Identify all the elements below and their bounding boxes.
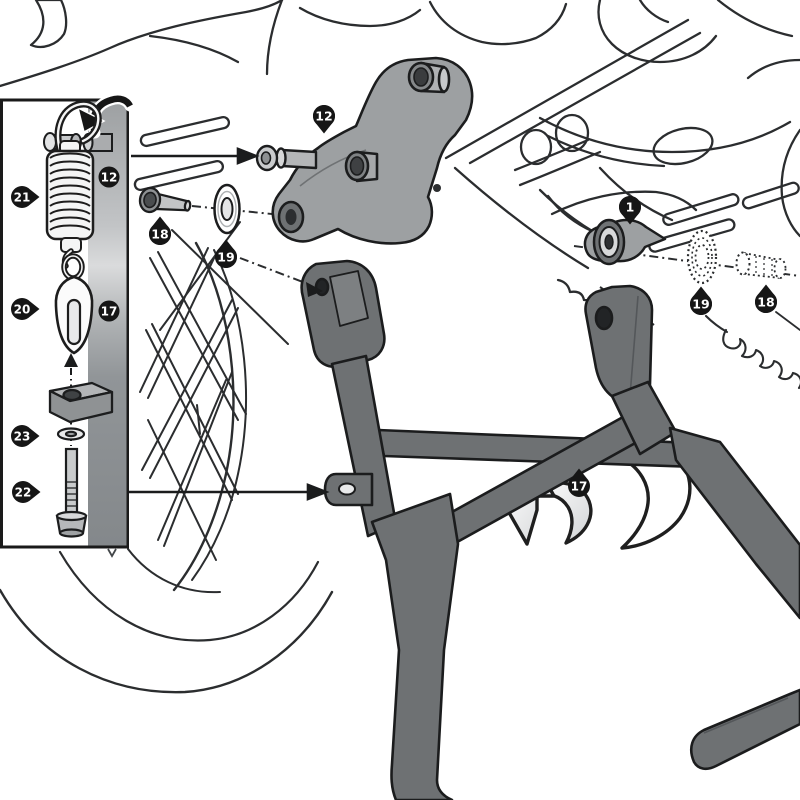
socket-bolt-left: [138, 186, 192, 214]
callout-1-right-mount: 1: [619, 196, 641, 225]
callout-18-right: 18: [755, 284, 777, 313]
callout-label: 1: [626, 200, 635, 215]
washer-left: [213, 183, 241, 235]
pointer-arrow-tab: [129, 483, 330, 501]
bolt-right-ghost: [735, 251, 787, 280]
callout-label: 19: [692, 297, 709, 312]
callout-20-hook: 20: [11, 298, 40, 320]
centre-stand: [300, 259, 800, 800]
washer-part: [56, 427, 86, 441]
hook-part: [54, 253, 94, 355]
callout-17-stand: 17: [568, 468, 590, 497]
pointer-arrow-pin: [131, 147, 260, 165]
callout-21-spring: 21: [11, 186, 40, 208]
callout-label: 22: [15, 485, 32, 499]
motorcycle-line-art: [0, 0, 800, 694]
callout-12-inset: 12: [98, 166, 120, 188]
callout-17-inset: 17: [98, 300, 120, 322]
callout-label: 21: [14, 190, 31, 204]
callout-label: 19: [217, 250, 234, 265]
pivot-axis-arrowhead: [306, 282, 323, 297]
callout-19-left: 19: [215, 239, 237, 268]
washer-right-ghost: [686, 229, 718, 285]
callout-19-right: 19: [690, 286, 712, 315]
callout-label: 18: [757, 295, 774, 310]
callout-label: 20: [14, 302, 31, 316]
spring-part: [45, 100, 102, 269]
callout-label: 12: [315, 109, 332, 124]
callout-22-bolt: 22: [12, 481, 41, 503]
stand-lug-plate: [48, 381, 114, 424]
bolt-part: [55, 447, 88, 538]
rotate-arrow-icon: [76, 93, 136, 139]
callout-18-left: 18: [149, 216, 171, 245]
callout-23-washer: 23: [11, 425, 40, 447]
callout-label: 18: [151, 227, 168, 242]
callout-label: 23: [14, 429, 31, 443]
mounting-bracket: [271, 56, 474, 245]
bracket-pin: [255, 144, 318, 172]
callout-label: 17: [571, 479, 588, 493]
callout-12-bracket-pin: 12: [313, 105, 335, 134]
callout-label: 12: [101, 170, 118, 184]
callout-label: 17: [101, 304, 118, 318]
right-mount-part: [583, 218, 667, 266]
